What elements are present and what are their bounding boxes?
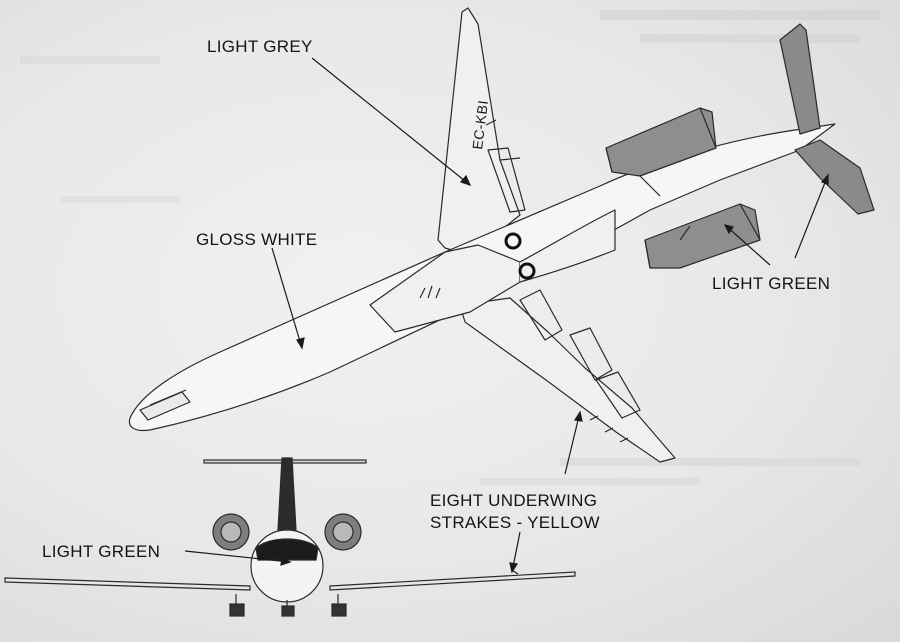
roundel-1 xyxy=(504,232,522,250)
gear-right xyxy=(331,603,347,617)
label-gloss-white: GLOSS WHITE xyxy=(196,230,318,249)
underwing-strakes-plan xyxy=(589,415,629,443)
lower-wing xyxy=(459,297,676,463)
vertical-fin xyxy=(779,23,821,135)
label-strakes-line2: STRAKES - YELLOW xyxy=(430,513,600,532)
roundel-2 xyxy=(518,262,536,280)
label-strakes-line1: EIGHT UNDERWING xyxy=(430,491,598,510)
front-fin xyxy=(277,457,297,531)
registration-mark: EC-KBI xyxy=(469,99,491,150)
label-light-green-nose: LIGHT GREEN xyxy=(42,542,161,561)
label-light-green-engines: LIGHT GREEN xyxy=(712,274,831,293)
gear-nose xyxy=(281,605,295,617)
front-view xyxy=(4,457,576,617)
upper-wing xyxy=(437,7,521,256)
plan-view xyxy=(128,7,875,463)
front-cockpit xyxy=(255,538,319,561)
engine-lower xyxy=(644,203,761,269)
front-wings xyxy=(4,571,576,591)
label-light-grey: LIGHT GREY xyxy=(207,37,313,56)
leader-lines xyxy=(184,57,829,574)
gear-left xyxy=(229,603,245,617)
horizontal-stabilizer xyxy=(794,139,875,215)
lower-wing-flaps xyxy=(519,289,641,419)
upper-wing-flaps xyxy=(485,119,526,213)
bleed-through-text xyxy=(20,10,880,485)
